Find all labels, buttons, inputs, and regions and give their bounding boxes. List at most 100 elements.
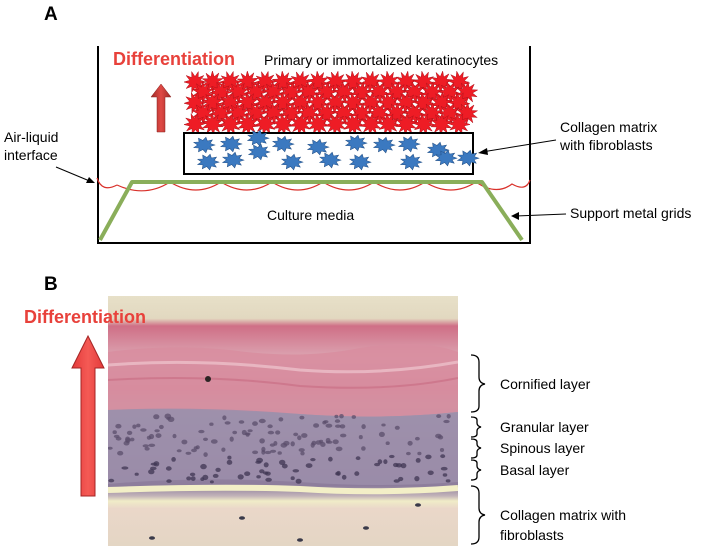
nucleus — [374, 462, 381, 467]
nucleus — [407, 440, 413, 446]
keratinocyte-cell — [447, 112, 471, 136]
nucleus — [115, 423, 122, 429]
nucleus — [172, 433, 177, 439]
nucleus — [164, 413, 172, 419]
fibroblast-cell — [271, 135, 295, 153]
differentiation-label-b: Differentiation — [24, 307, 146, 327]
up-arrow-b — [71, 334, 105, 497]
collagen-label-line1: Collagen matrix — [560, 119, 657, 135]
nucleus — [361, 424, 366, 430]
air-liquid-label-line2: interface — [4, 147, 58, 163]
cell-nuclei — [108, 413, 451, 542]
nucleus — [335, 472, 340, 476]
nucleus — [227, 455, 232, 460]
support-grid-pointer-head — [511, 212, 519, 220]
keratinocyte-cell — [253, 112, 278, 136]
nucleus — [171, 457, 176, 462]
nucleus — [400, 463, 407, 469]
fibroblast-cell — [306, 138, 330, 156]
nucleus — [415, 458, 421, 463]
nucleus — [259, 469, 265, 474]
nucleus — [435, 433, 442, 439]
fibroblast-cell — [193, 136, 216, 154]
nucleus — [381, 423, 386, 427]
panel-b-letter: B — [44, 274, 58, 295]
keratinocyte-cell — [218, 70, 243, 94]
fibroblast-nucleus — [239, 516, 245, 520]
fibroblast-cell — [397, 135, 421, 153]
nucleus — [361, 446, 366, 451]
nucleus — [229, 436, 234, 442]
nucleus — [176, 449, 182, 453]
air-liquid-pointer — [55, 166, 93, 183]
nucleus — [440, 466, 448, 471]
nucleus — [132, 424, 137, 429]
nucleus — [144, 447, 150, 451]
nucleus — [185, 451, 192, 455]
nucleus — [202, 474, 209, 481]
nucleus — [325, 440, 333, 444]
nucleus — [320, 442, 326, 447]
nucleus — [117, 450, 124, 456]
nucleus — [281, 463, 288, 469]
nucleus — [339, 424, 346, 429]
nucleus — [115, 436, 122, 441]
nucleus — [279, 459, 286, 465]
nucleus — [126, 430, 133, 435]
granular-label: Granular layer — [500, 419, 589, 435]
nucleus — [200, 463, 207, 470]
nucleus — [153, 461, 160, 467]
collagen-label-line2: with fibroblasts — [559, 137, 653, 153]
nucleus — [305, 463, 313, 468]
collagen-pointer — [481, 139, 557, 153]
nucleus — [396, 463, 402, 468]
nucleus — [355, 456, 361, 461]
nucleus — [283, 440, 290, 446]
nucleus — [193, 446, 198, 450]
nucleus — [335, 424, 341, 428]
nucleus — [186, 476, 192, 481]
basal-label: Basal layer — [500, 462, 570, 478]
nucleus — [414, 476, 420, 482]
nucleus — [203, 452, 208, 457]
culture-media-label: Culture media — [267, 207, 354, 223]
nucleus — [136, 423, 141, 428]
nucleus — [332, 439, 339, 445]
keratinocyte-layer — [183, 70, 479, 136]
nucleus — [252, 450, 259, 455]
keratinocyte-cell — [236, 112, 260, 136]
nucleus — [313, 423, 320, 428]
nucleus — [265, 477, 272, 482]
nucleus — [443, 419, 450, 424]
nucleus — [154, 429, 160, 433]
nucleus — [325, 423, 333, 428]
collagen-b-label-line1: Collagen matrix with — [500, 507, 626, 523]
nucleus — [244, 432, 251, 436]
nucleus — [134, 472, 139, 476]
fibroblast-cell — [246, 129, 270, 147]
nucleus — [393, 479, 400, 483]
fibroblast-cell — [196, 153, 220, 171]
fibroblast-cell — [348, 153, 372, 171]
nucleus — [293, 432, 299, 437]
nucleus — [222, 415, 227, 421]
fibroblast-cell — [220, 135, 243, 153]
nucleus — [270, 449, 277, 453]
nucleus — [354, 471, 360, 476]
nucleus — [439, 448, 445, 452]
nucleus — [334, 419, 341, 423]
nucleus — [385, 441, 390, 446]
nucleus — [165, 466, 172, 471]
panel-a-letter: A — [44, 4, 58, 25]
fibroblast-nucleus — [415, 503, 421, 507]
nucleus — [153, 414, 160, 420]
nucleus — [301, 433, 308, 438]
keratinocyte-cell — [341, 112, 366, 136]
fibroblast-nucleus — [363, 526, 369, 530]
nucleus — [203, 437, 208, 441]
nucleus — [436, 414, 442, 418]
nucleus — [256, 475, 261, 479]
nucleus — [212, 473, 219, 478]
nucleus — [351, 415, 356, 419]
nucleus — [191, 448, 197, 453]
